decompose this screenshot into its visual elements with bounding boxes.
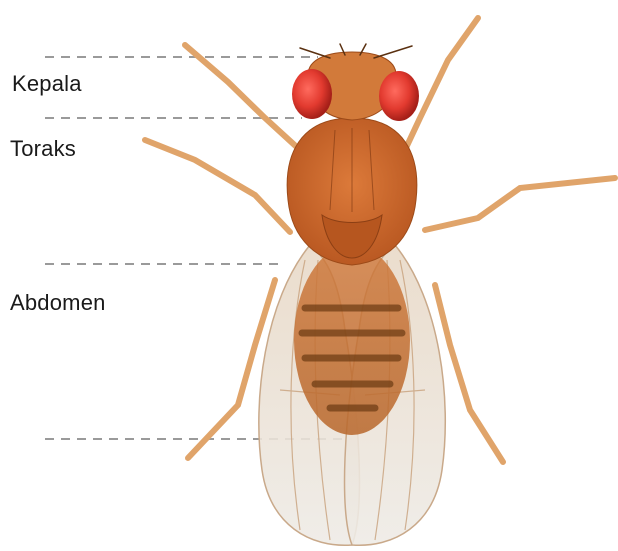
left-eye	[292, 69, 332, 119]
thorax	[287, 118, 417, 265]
middle-right-leg	[425, 178, 615, 230]
middle-left-leg	[145, 140, 290, 232]
front-left-leg	[185, 45, 300, 150]
label-head: Kepala	[12, 71, 82, 97]
abdomen	[294, 245, 410, 435]
label-thorax: Toraks	[10, 136, 76, 162]
head	[292, 44, 419, 121]
label-abdomen: Abdomen	[10, 290, 106, 316]
right-eye	[379, 71, 419, 121]
